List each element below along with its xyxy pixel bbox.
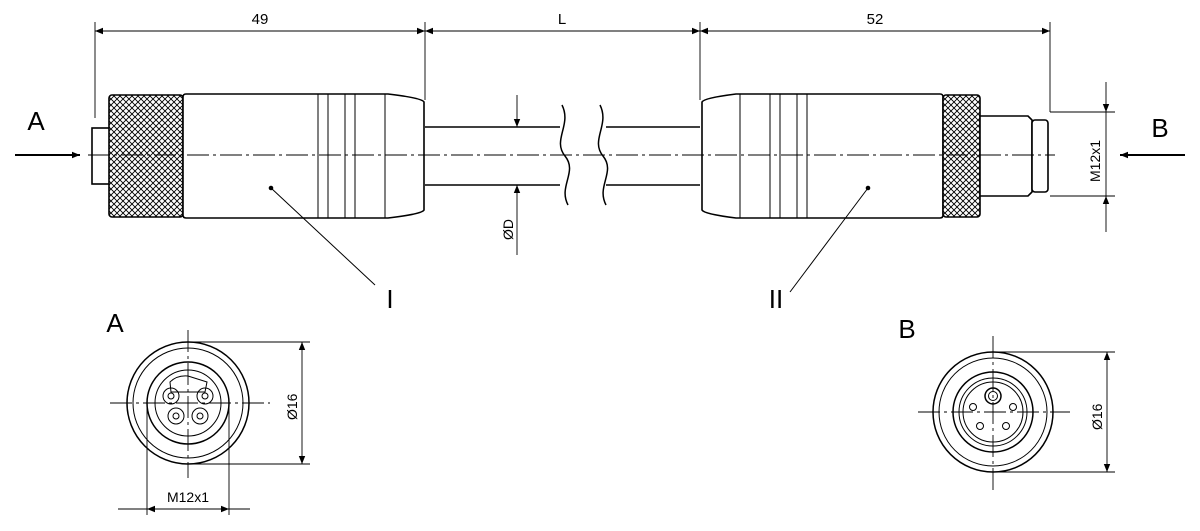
dim-right-length: 52: [867, 11, 884, 28]
pin-end: [1031, 119, 1049, 193]
dim-cable-diameter: ØD: [500, 219, 516, 240]
dim-thread-right: M12x1: [1087, 140, 1103, 182]
dim-view-b-diameter: Ø16: [1089, 403, 1105, 430]
arrow-b-label: B: [1151, 113, 1168, 143]
dim-left-length: 49: [252, 11, 269, 28]
dim-view-a-thread: M12x1: [167, 489, 209, 505]
connector-female-i: [91, 93, 425, 286]
part-ii-label: II: [769, 284, 783, 314]
dim-view-a-diameter: Ø16: [284, 393, 300, 420]
view-b: B Ø16: [898, 314, 1115, 490]
thread-dimension-right: M12x1: [1050, 82, 1115, 232]
arrow-a-label: A: [27, 106, 45, 136]
break-line-right: [597, 104, 609, 206]
view-b-title: B: [898, 314, 915, 344]
thread-stub: [979, 115, 1033, 197]
connector-body: [701, 93, 944, 219]
knurled-nut: [108, 94, 184, 218]
dim-middle-length: L: [558, 11, 566, 28]
connector-body: [182, 93, 425, 219]
cable-diameter-dimension: ØD: [500, 95, 521, 255]
view-arrow-a: A: [15, 106, 80, 159]
break-line-left: [559, 104, 571, 206]
view-a-title: A: [106, 308, 124, 338]
connector-male-ii: [701, 93, 1049, 293]
front-face: [91, 127, 111, 185]
view-a: A Ø16 M12x1: [106, 308, 310, 515]
top-dimensions: 49 L 52: [94, 11, 1051, 118]
view-arrow-b: B: [1120, 113, 1185, 159]
part-i-label: I: [386, 284, 393, 314]
cable: [425, 104, 700, 206]
knurled-nut: [942, 94, 981, 218]
